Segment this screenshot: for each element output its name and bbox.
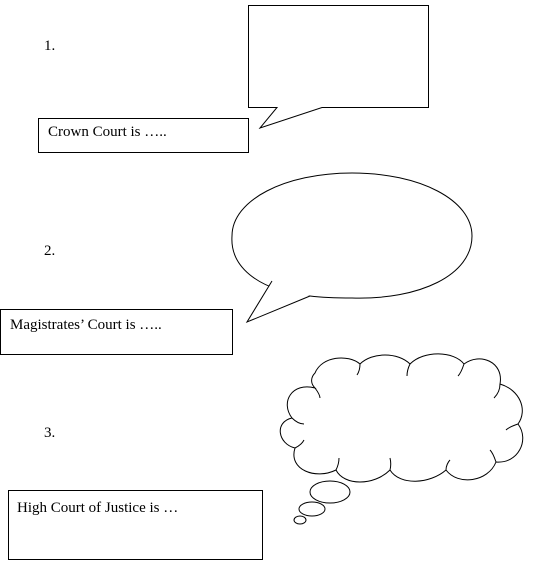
rectangle-speech-bubble[interactable] — [248, 5, 429, 130]
thought-circle-large — [309, 480, 351, 504]
prompt-box-magistrates-court[interactable]: Magistrates’ Court is ….. — [0, 309, 233, 355]
item-number-3: 3. — [44, 425, 56, 441]
item-number-2: 2. — [44, 243, 56, 259]
prompt-text-crown-court: Crown Court is ….. — [48, 124, 167, 140]
prompt-text-magistrates-court: Magistrates’ Court is ….. — [10, 317, 162, 333]
prompt-box-high-court[interactable]: High Court of Justice is … — [8, 490, 263, 560]
prompt-box-crown-court[interactable]: Crown Court is ….. — [38, 118, 249, 153]
thought-cloud-bubble[interactable] — [279, 353, 524, 525]
oval-speech-bubble-tail — [245, 280, 311, 324]
item-number-1: 1. — [44, 38, 56, 54]
prompt-text-high-court: High Court of Justice is … — [17, 500, 179, 516]
oval-speech-bubble[interactable] — [231, 172, 473, 299]
thought-circle-small — [293, 515, 307, 525]
thought-circle-medium — [298, 501, 326, 517]
